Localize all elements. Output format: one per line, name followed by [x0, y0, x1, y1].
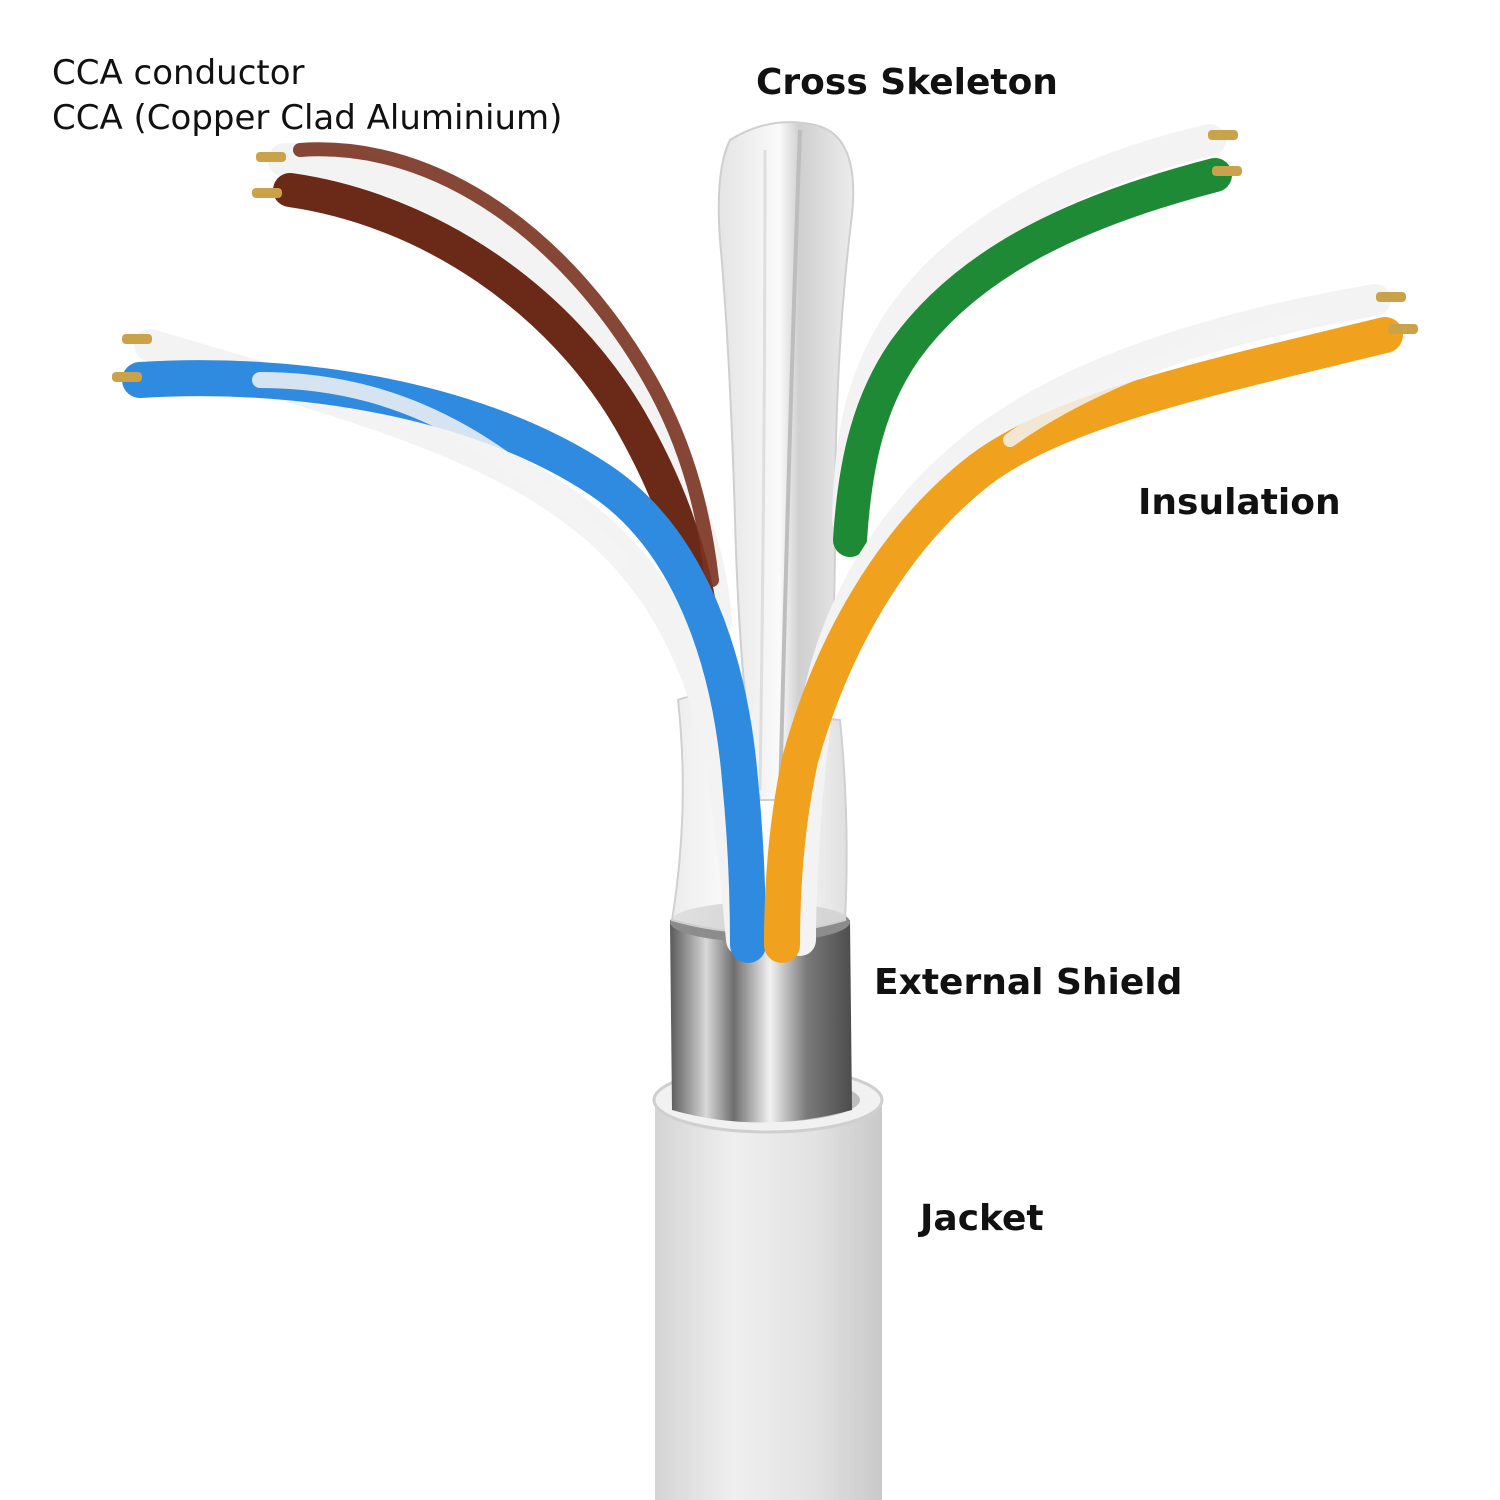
- copper-tip: [1388, 324, 1418, 334]
- green-wire-pair: [832, 124, 1242, 557]
- copper-tip: [1376, 292, 1406, 302]
- insulation-label: Insulation: [1138, 482, 1341, 523]
- copper-tip: [252, 188, 282, 198]
- copper-tip: [1212, 166, 1242, 176]
- cca-description-label: CCA (Copper Clad Aluminium): [52, 98, 563, 138]
- copper-tip: [256, 152, 286, 162]
- copper-tip: [112, 372, 142, 382]
- copper-tip: [1208, 130, 1238, 140]
- jacket-label: Jacket: [920, 1198, 1044, 1239]
- copper-tip: [122, 334, 152, 344]
- orange-wire-pair: [764, 284, 1418, 963]
- jacket: [652, 1066, 884, 1500]
- external-shield-label: External Shield: [874, 962, 1183, 1003]
- blue-wire-pair: [112, 329, 766, 963]
- cross-skeleton-label: Cross Skeleton: [756, 62, 1058, 103]
- cca-conductor-label: CCA conductor: [52, 53, 305, 93]
